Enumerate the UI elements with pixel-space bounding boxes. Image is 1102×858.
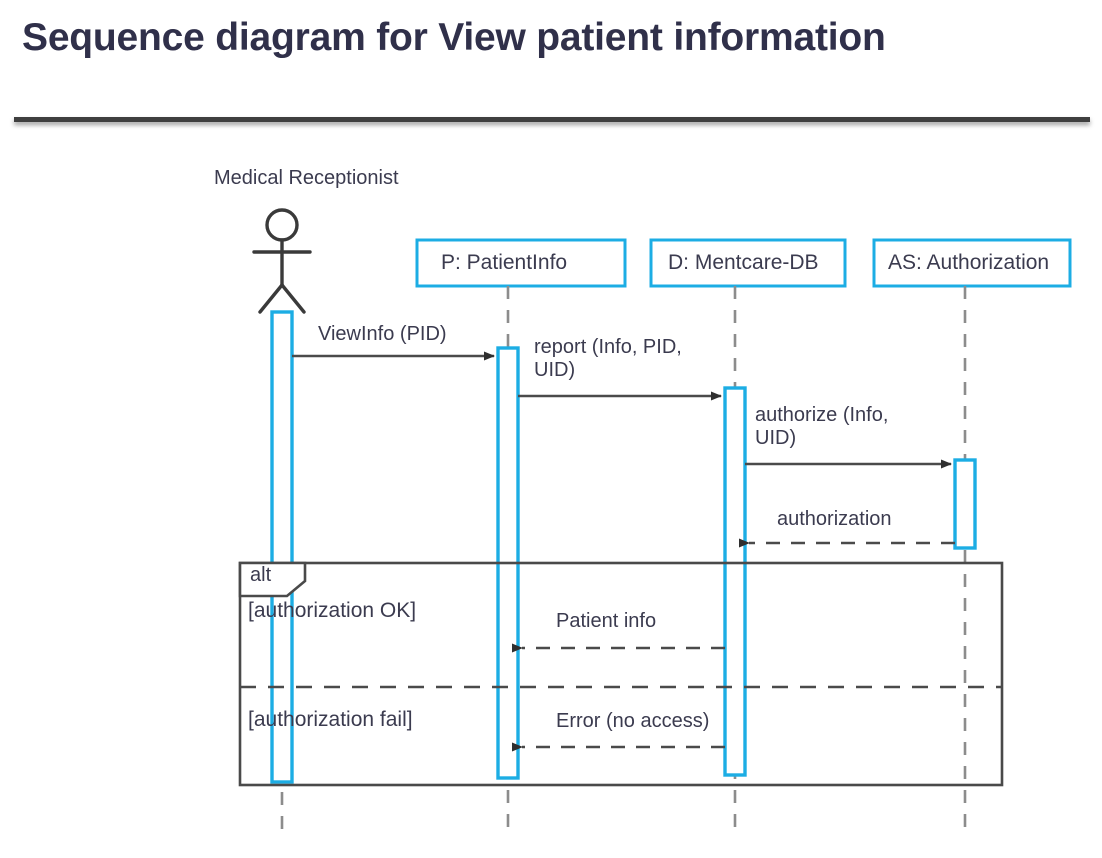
message-label-error-no-access: Error (no access) bbox=[556, 710, 710, 732]
participant-box-mentcare-db[interactable] bbox=[649, 238, 847, 288]
message-label-authorization-return: authorization bbox=[777, 508, 892, 530]
activation-bar-authorization bbox=[953, 458, 977, 550]
participant-box-patientinfo[interactable] bbox=[415, 238, 627, 288]
alt-fragment-guard-authorization-ok: [authorization OK] bbox=[248, 599, 417, 622]
message-label-patient-info: Patient info bbox=[556, 610, 657, 632]
participant-label-patientinfo: P: PatientInfo bbox=[441, 251, 568, 274]
alt-fragment-guard-authorization-fail: [authorization fail] bbox=[248, 708, 413, 731]
actor-label-medical-receptionist: Medical Receptionist bbox=[214, 167, 399, 189]
alt-fragment-frame bbox=[238, 561, 1004, 787]
participant-label-mentcare-db: D: Mentcare-DB bbox=[668, 251, 819, 274]
message-label-viewinfo: ViewInfo (PID) bbox=[318, 323, 447, 345]
message-label-report: report (Info, PID, UID) bbox=[534, 336, 682, 381]
sequence-diagram-svg bbox=[238, 208, 1072, 830]
activation-bar-medical-receptionist bbox=[270, 310, 294, 784]
participant-box-authorization[interactable] bbox=[872, 238, 1072, 288]
page-title: Sequence diagram for View patient inform… bbox=[22, 16, 886, 59]
alt-fragment-operator-label: alt bbox=[250, 564, 272, 586]
message-label-authorize: authorize (Info, UID) bbox=[755, 404, 889, 449]
activation-bar-mentcare-db bbox=[723, 386, 747, 777]
title-divider-rule bbox=[14, 117, 1090, 122]
alt-fragment-operator-tab bbox=[238, 561, 307, 598]
sequence-diagram-canvas: Medical Receptionist P: PatientInfo D: M… bbox=[0, 140, 1102, 858]
participant-label-authorization: AS: Authorization bbox=[888, 251, 1050, 274]
actor-stick-figure-icon bbox=[252, 208, 312, 314]
